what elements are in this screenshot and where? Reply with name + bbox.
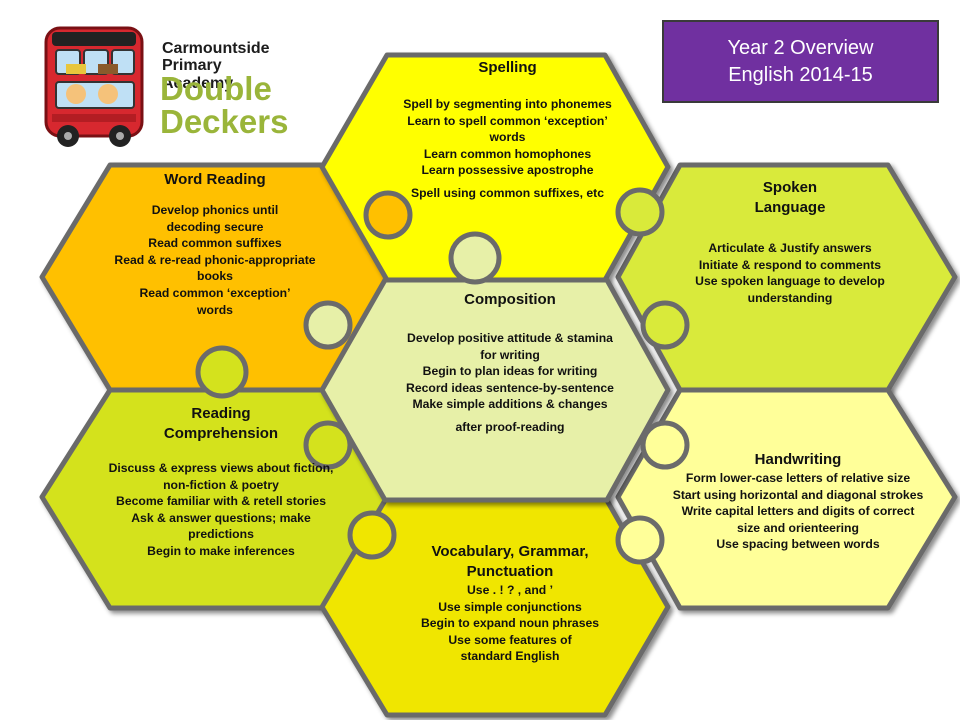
tile-item: after proof-reading — [455, 419, 565, 434]
logo-line-3: Double — [160, 70, 272, 107]
tile-item: Learn common homophones — [423, 146, 592, 161]
tile-composition-shape — [319, 277, 671, 503]
tile-item: predictions — [188, 527, 254, 542]
puzzle-knobs — [195, 187, 690, 565]
tile-item: understanding — [747, 290, 833, 305]
tile-title: Reading Comprehension — [163, 405, 279, 442]
tile-handwriting-shape — [615, 387, 958, 611]
tile-item: Form lower-case letters of relative size — [685, 471, 911, 485]
tile-item: Read & re-read phonic-appropriate — [114, 252, 316, 267]
tile-item: Discuss & express views about fiction, — [108, 461, 334, 475]
logo-line-4: Deckers — [160, 103, 289, 140]
tile-item: Spell using common suffixes, etc — [410, 185, 604, 200]
tile-item: Begin to expand noun phrases — [420, 616, 600, 631]
tile-vocabulary: Vocabulary, Grammar, Punctuation Use . !… — [375, 542, 645, 665]
tile-composition: Composition Develop positive attitude & … — [370, 290, 650, 436]
tile-title: Composition — [464, 291, 556, 308]
tile-items: Use . ! ? , and ’ Use simple conjunction… — [375, 582, 645, 665]
tile-item: Write capital letters and digits of corr… — [681, 504, 915, 519]
tile-item: Record ideas sentence-by-sentence — [406, 380, 614, 395]
tile-item: Read common ‘exception’ — [139, 285, 291, 300]
tile-items: Spell by segmenting into phonemes Learn … — [365, 96, 650, 202]
tile-word-reading: Word Reading Develop phonics until decod… — [80, 170, 350, 318]
tile-item: non-fiction & poetry — [163, 477, 279, 492]
tile-item: Learn possessive apostrophe — [421, 163, 594, 178]
tile-title: Spelling — [478, 59, 537, 76]
tile-item: Begin to make inferences — [147, 543, 295, 558]
bus-icon — [44, 26, 144, 147]
tile-item: Use . ! ? , and ’ — [466, 583, 553, 597]
tile-item: Use spoken language to develop — [695, 274, 885, 289]
tile-title: Word Reading — [164, 171, 266, 188]
tile-reading-comprehension: Reading Comprehension Discuss & express … — [78, 404, 364, 560]
tile-item: books — [197, 269, 233, 284]
tile-item: Develop phonics until — [151, 203, 279, 217]
tile-item: Learn to spell common ‘exception’ — [407, 113, 608, 128]
tile-items: Develop phonics until decoding secure Re… — [80, 202, 350, 318]
tile-item: Start using horizontal and diagonal stro… — [672, 487, 924, 502]
tile-spoken-language: Spoken Language Articulate & Justify ans… — [660, 178, 920, 306]
tile-title: Spoken Language — [754, 179, 826, 216]
tile-item: decoding secure — [166, 219, 264, 234]
tile-item: standard English — [460, 649, 560, 664]
tile-items: Form lower-case letters of relative size… — [644, 470, 952, 553]
overview-title-box: Year 2 Overview English 2014-15 — [662, 20, 939, 103]
tile-item: Articulate & Justify answers — [708, 241, 872, 255]
tile-title: Vocabulary, Grammar, Punctuation — [431, 543, 589, 580]
tile-item: words — [197, 302, 233, 317]
tile-item: Begin to plan ideas for writing — [422, 364, 598, 379]
tile-item: size and orienteering — [737, 520, 859, 535]
tile-title: Handwriting — [754, 451, 842, 468]
logo-line-1: Carmountside — [162, 40, 270, 57]
tile-item: for writing — [480, 347, 540, 362]
tile-item: Develop positive attitude & stamina — [407, 331, 613, 345]
overview-title-line-1: Year 2 Overview — [727, 37, 874, 59]
overview-title-line-2: English 2014-15 — [728, 64, 873, 86]
tile-items: Develop positive attitude & stamina for … — [370, 330, 650, 436]
tile-spelling: Spelling Spell by segmenting into phonem… — [365, 58, 650, 202]
tile-item: Spell by segmenting into phonemes — [403, 97, 612, 111]
tile-handwriting: Handwriting Form lower-case letters of r… — [644, 450, 952, 553]
tile-item: Read common suffixes — [148, 236, 282, 251]
tile-item: Become familiar with & retell stories — [116, 494, 326, 509]
tile-item: Initiate & respond to comments — [698, 257, 882, 272]
tile-items: Articulate & Justify answers Initiate & … — [660, 240, 920, 306]
school-logo: Carmountside Primary Academy Double Deck… — [38, 20, 293, 150]
tile-item: Make simple additions & changes — [412, 397, 608, 412]
logo-line-2: Primary Academy — [162, 57, 234, 92]
tile-item: Use simple conjunctions — [438, 599, 582, 614]
tile-item: Use spacing between words — [716, 537, 880, 552]
tile-item: Use some features of — [448, 632, 572, 647]
tile-item: Ask & answer questions; make — [131, 510, 311, 525]
tile-item: words — [489, 130, 526, 145]
tile-items: Discuss & express views about fiction, n… — [78, 460, 364, 560]
